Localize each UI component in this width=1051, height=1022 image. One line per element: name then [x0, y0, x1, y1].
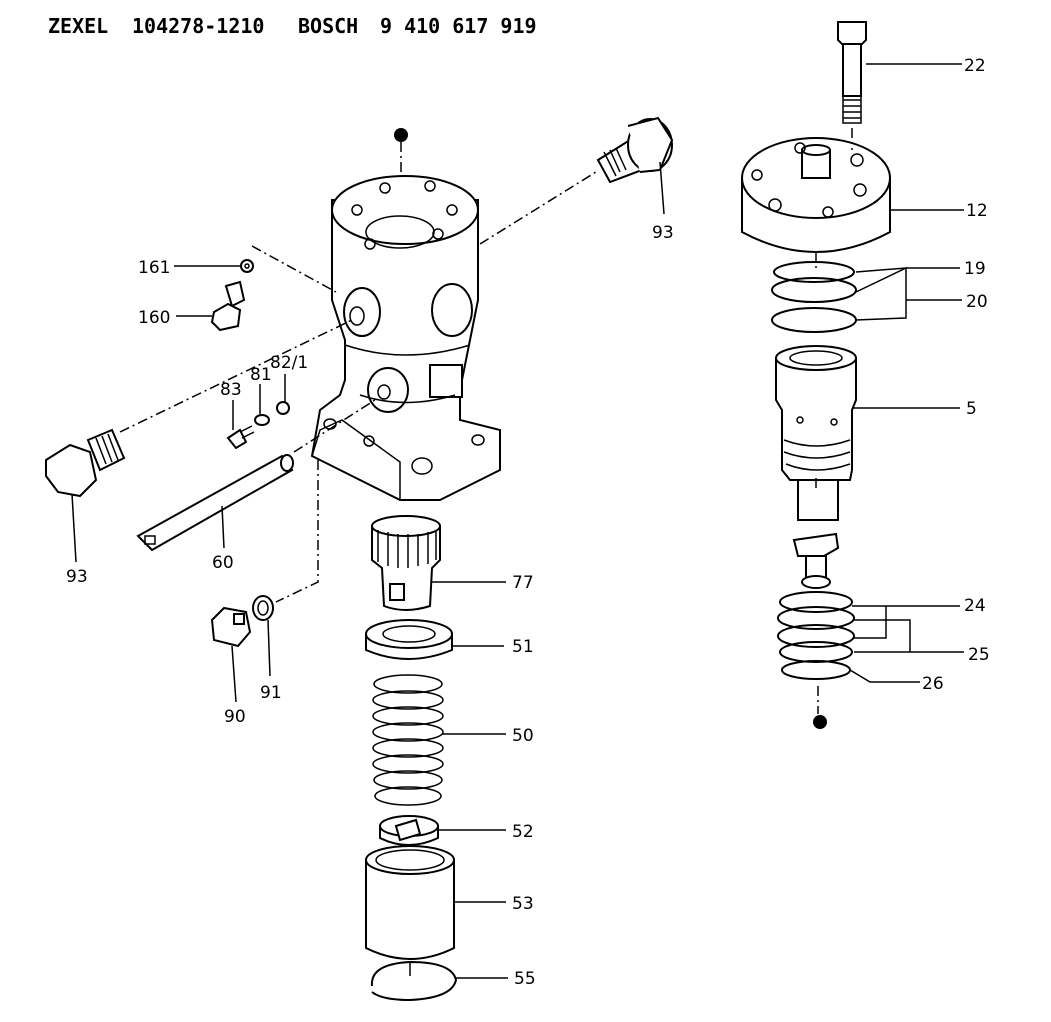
callout-93-top-label: 93: [652, 223, 674, 243]
callout-22: 22: [866, 56, 986, 76]
callout-90-label: 90: [224, 707, 246, 727]
pump-housing: [310, 175, 501, 501]
callout-52-label: 52: [512, 822, 534, 842]
callout-91-label: 91: [260, 683, 282, 703]
callout-77: 77: [432, 573, 534, 593]
header-part-b: 9 410 617 919: [380, 14, 537, 38]
callout-24-label: 24: [964, 596, 986, 616]
callout-19: 19: [855, 259, 986, 279]
callout-53-label: 53: [512, 894, 534, 914]
callout-20: 20: [855, 266, 988, 321]
springs-24-25-26: [777, 591, 855, 680]
callout-161-label: 161: [138, 258, 170, 278]
callout-53: 53: [454, 894, 534, 914]
callout-161: 161: [138, 258, 240, 278]
callout-19-label: 19: [964, 259, 986, 279]
screw-guide-line: [251, 245, 337, 293]
callout-60-label: 60: [212, 553, 234, 573]
spring-seat-52: [379, 815, 439, 846]
top-bolt-guide-line: [479, 171, 597, 245]
plug-90-91: [210, 595, 274, 648]
callout-50-label: 50: [512, 726, 534, 746]
callout-50: 50: [442, 726, 534, 746]
callout-5-label: 5: [966, 399, 977, 419]
callout-81-label: 81: [250, 365, 272, 385]
left-bolt-guide-line: [119, 319, 353, 433]
barrel-5: [775, 345, 857, 589]
callout-91: 91: [260, 619, 282, 703]
callout-93-top: 93: [652, 161, 674, 243]
right-axis: [815, 128, 853, 714]
center-marker-top: [394, 128, 408, 142]
bolt-22: [837, 21, 867, 124]
callout-55: 55: [456, 969, 536, 989]
circlip-55: [370, 960, 458, 1002]
callout-83-label: 83: [220, 380, 242, 400]
header-brand-a: ZEXEL: [48, 14, 108, 38]
callout-81: 81: [250, 365, 272, 414]
rings-19-20: [771, 261, 857, 333]
callout-51-label: 51: [512, 637, 534, 657]
callout-83: 83: [220, 380, 242, 430]
callout-22-label: 22: [964, 56, 986, 76]
small-parts-81-82-83: [226, 401, 290, 450]
header-part-a: 104278-1210: [132, 14, 264, 38]
callout-12-label: 12: [966, 201, 988, 221]
callout-51: 51: [452, 637, 534, 657]
plug-guide-line: [275, 460, 319, 603]
callout-82-1-label: 82/1: [270, 353, 308, 373]
callout-5: 5: [852, 399, 977, 419]
cap-12: [741, 137, 891, 253]
callout-93-left-label: 93: [66, 567, 88, 587]
callout-90: 90: [224, 645, 246, 727]
callout-160-label: 160: [138, 308, 170, 328]
rod-guide-line: [293, 397, 379, 453]
callout-12: 12: [890, 201, 988, 221]
callout-25: 25: [854, 619, 990, 665]
callout-24: 24: [852, 596, 986, 639]
callout-55-label: 55: [514, 969, 536, 989]
callout-26-label: 26: [922, 674, 944, 694]
callout-82-1: 82/1: [270, 353, 308, 402]
banjo-bolt-93-left: [45, 428, 126, 498]
header-brand-b: BOSCH: [298, 14, 358, 38]
callout-160: 160: [138, 308, 212, 328]
callout-25-label: 25: [968, 645, 990, 665]
callout-52: 52: [438, 822, 534, 842]
callout-93-left: 93: [66, 493, 88, 587]
center-marker-bottom: [813, 715, 827, 729]
callout-20-label: 20: [966, 292, 988, 312]
banjo-bolt-93-top: [596, 116, 674, 184]
spring-50: [372, 674, 444, 806]
callout-60: 60: [212, 505, 234, 573]
callout-26: 26: [849, 669, 944, 694]
spring-seat-51: [365, 619, 453, 660]
tappet-53: [365, 845, 455, 960]
screw-160-161: [210, 259, 254, 332]
gear-sleeve-77: [371, 515, 441, 611]
callout-77-label: 77: [512, 573, 534, 593]
rod-60: [136, 454, 294, 552]
